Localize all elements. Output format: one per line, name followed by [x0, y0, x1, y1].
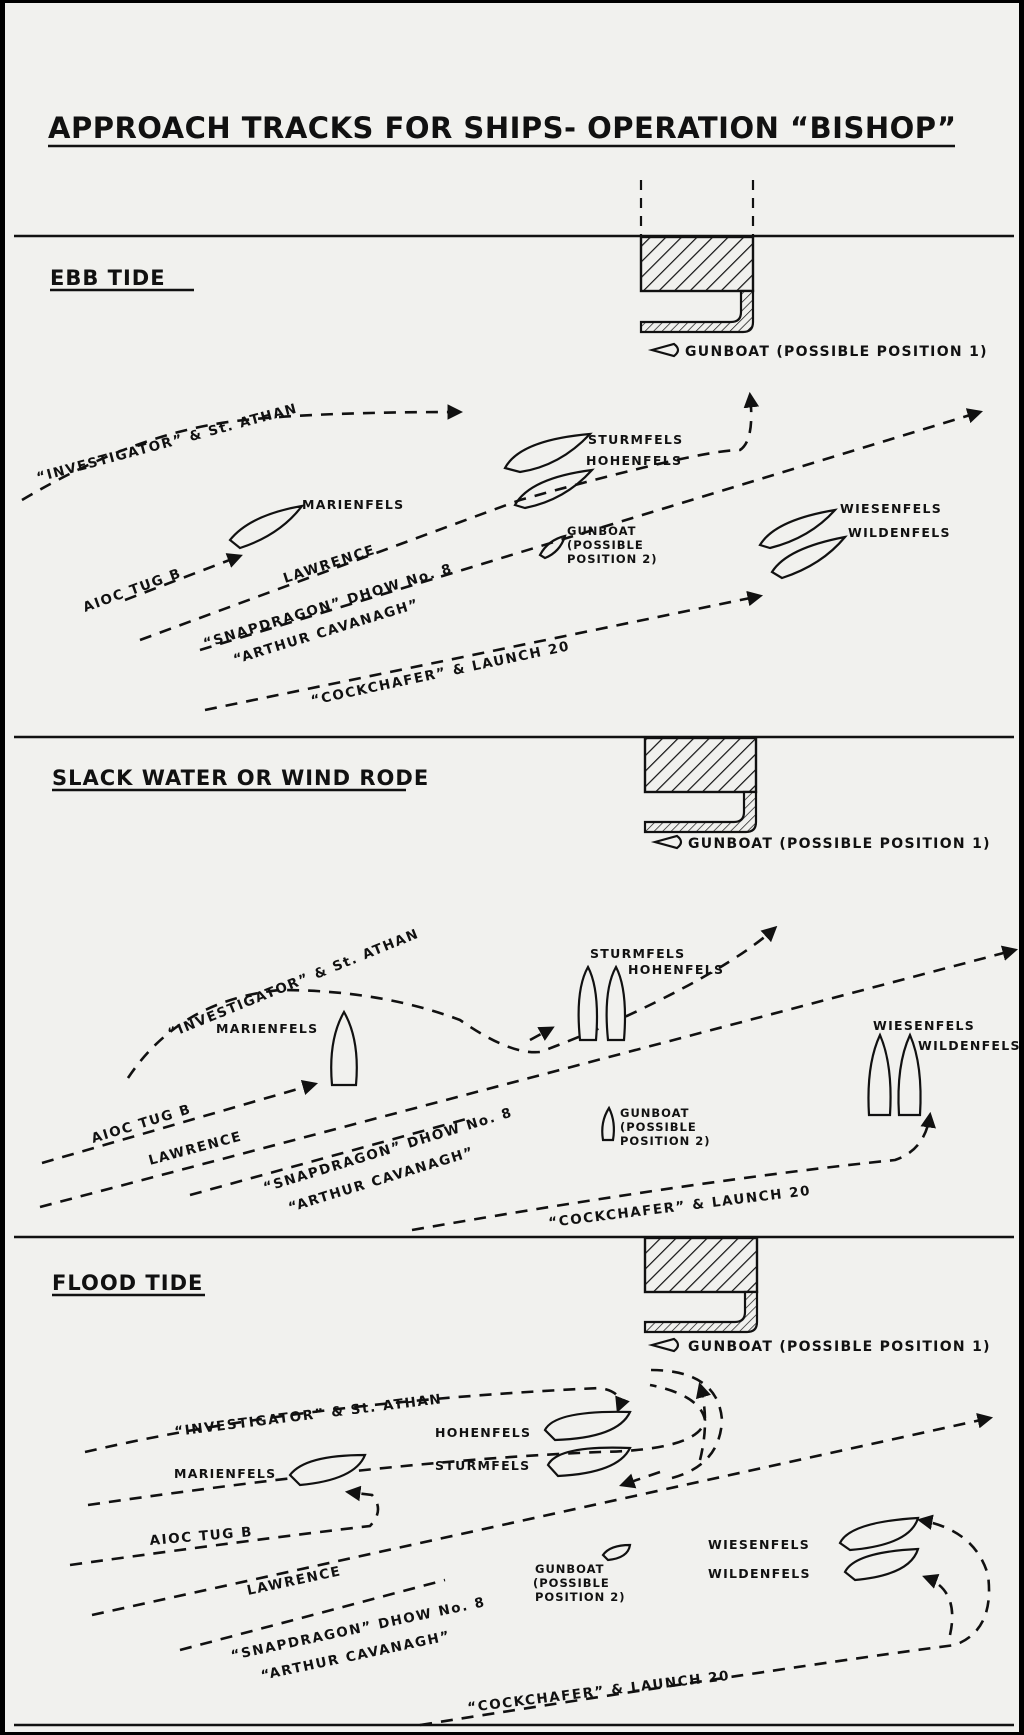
aioc-tug-track: [41, 1079, 318, 1165]
lawrence-label: LAWRENCE: [147, 1129, 244, 1169]
investigator-label: “INVESTIGATOR” & St. ATHAN: [35, 401, 300, 486]
wildenfels-label: WILDENFELS: [848, 525, 951, 540]
cockchafer-label: “COCKCHAFER” & LAUNCH 20: [310, 638, 572, 709]
section-flood-tide: FLOOD TIDE GUNBOAT (POSSIBLE POSITION 1)…: [52, 1236, 994, 1727]
aioc-tug-label: AIOC TUG B: [89, 1101, 193, 1147]
uturn-track: [87, 1368, 724, 1507]
aioc-tug-track: [69, 1485, 380, 1567]
lawrence-label: LAWRENCE: [281, 542, 377, 587]
cockchafer-track: [419, 1514, 991, 1727]
marienfels-label: MARIENFELS: [174, 1466, 276, 1481]
section-heading: EBB TIDE: [50, 266, 166, 290]
wiesenfels-label: WIESENFELS: [708, 1537, 810, 1552]
investigator-track: [21, 404, 464, 502]
snapdragon-track: [189, 1116, 471, 1197]
cockchafer-track: [204, 590, 764, 712]
wildenfels-label: WILDENFELS: [708, 1566, 811, 1581]
section-heading: SLACK WATER OR WIND RODE: [52, 766, 429, 790]
marienfels-hull: [228, 504, 305, 550]
gunboat-position-1-label: GUNBOAT (POSSIBLE POSITION 1): [688, 1339, 991, 1355]
hohenfels-hull: [605, 964, 627, 1042]
gunboat-hull: [650, 834, 683, 850]
gunboat-position-2-label: GUNBOAT (POSSIBLE POSITION 2): [620, 1106, 711, 1148]
uturn-arrow: [619, 1470, 661, 1489]
sturmfels-label: STURMFELS: [435, 1458, 531, 1473]
section-ebb-tide: EBB TIDE GUNBOAT (POSSIBLE POSITION 1) “…: [21, 180, 988, 712]
lawrence-track: [39, 945, 1019, 1209]
jetty: [643, 1236, 759, 1334]
hohenfels-hull: [513, 468, 595, 510]
snapdragon-track: [179, 1578, 446, 1652]
uturn-arrow-up: [695, 1381, 711, 1461]
wildenfels-label: WILDENFELS: [918, 1038, 1021, 1053]
gunboat-hull: [647, 342, 680, 358]
snapdragon-track: [199, 408, 983, 652]
marienfels-label: MARIENFELS: [216, 1021, 318, 1036]
cockchafer-label: “COCKCHAFER” & LAUNCH 20: [467, 1668, 732, 1716]
aioc-tug-label: AIOC TUG B: [81, 565, 184, 616]
marienfels-hull: [330, 1009, 358, 1087]
diagram-title: APPROACH TRACKS FOR SHIPS- OPERATION “BI…: [48, 111, 957, 145]
gunboat-hull: [601, 1105, 615, 1142]
jetty: [643, 736, 758, 834]
section-slack-water: SLACK WATER OR WIND RODE GUNBOAT (POSSIB…: [39, 736, 1021, 1232]
sturmfels-label: STURMFELS: [590, 946, 686, 961]
cockchafer-label: “COCKCHAFER” & LAUNCH 20: [548, 1183, 813, 1231]
sturmfels-hull: [503, 432, 593, 474]
gunboat-hull: [601, 1543, 632, 1562]
gunboat-hull: [647, 1337, 680, 1353]
wiesenfels-hull: [758, 508, 838, 550]
investigator-track: [126, 925, 778, 1079]
wiesenfels-label: WIESENFELS: [840, 501, 942, 516]
marienfels-hull: [288, 1453, 367, 1487]
marienfels-label: MARIENFELS: [302, 497, 404, 512]
hohenfels-label: HOHENFELS: [628, 962, 724, 977]
gunboat-position-1-label: GUNBOAT (POSSIBLE POSITION 1): [688, 836, 991, 852]
wildenfels-hull: [770, 535, 848, 580]
gunboat-position-2-label: GUNBOAT (POSSIBLE POSITION 2): [567, 524, 658, 566]
aioc-tug-label: AIOC TUG B: [149, 1524, 254, 1549]
gunboat-position-2-label: GUNBOAT (POSSIBLE POSITION 2): [533, 1562, 626, 1604]
hohenfels-label: HOHENFELS: [435, 1425, 531, 1440]
wiesenfels-hull: [867, 1032, 892, 1117]
cockchafer-track: [411, 1111, 936, 1232]
investigator-track: [84, 1386, 630, 1454]
jetty: [639, 180, 755, 334]
lawrence-track: [139, 391, 760, 642]
cockchafer-inner-arrow: [922, 1574, 954, 1636]
sturmfels-label: STURMFELS: [588, 432, 684, 447]
wiesenfels-hull: [838, 1516, 920, 1552]
gunboat-position-1-label: GUNBOAT (POSSIBLE POSITION 1): [685, 344, 988, 360]
hohenfels-label: HOHENFELS: [586, 453, 682, 468]
investigator-arrow: [529, 1026, 555, 1042]
wiesenfels-label: WIESENFELS: [873, 1018, 975, 1033]
investigator-label: “INVESTIGATOR” & St. ATHAN: [174, 1391, 444, 1440]
lawrence-track: [91, 1413, 994, 1617]
gunboat-hull: [538, 534, 567, 560]
hohenfels-hull: [543, 1410, 632, 1442]
sturmfels-hull: [546, 1446, 632, 1478]
wildenfels-hull: [897, 1032, 922, 1117]
section-heading: FLOOD TIDE: [52, 1271, 203, 1295]
wildenfels-hull: [843, 1547, 920, 1582]
lawrence-label: LAWRENCE: [246, 1563, 343, 1599]
sturmfels-hull: [577, 964, 599, 1042]
